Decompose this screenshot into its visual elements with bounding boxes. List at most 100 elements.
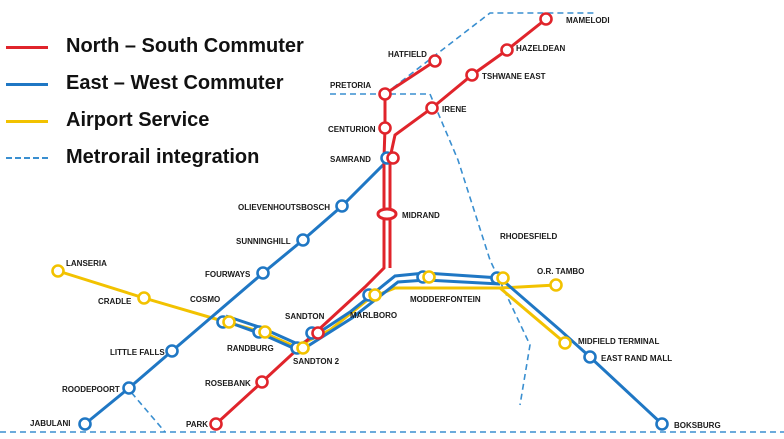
station-marker xyxy=(428,54,442,68)
station-park: PARK xyxy=(186,417,223,431)
station-marker xyxy=(386,151,400,165)
station-east-rand-mall: EAST RAND MALL xyxy=(583,350,672,364)
station-marker xyxy=(500,43,514,57)
station-label: HATFIELD xyxy=(388,50,427,59)
station-label: IRENE xyxy=(442,105,467,114)
station-label: PARK xyxy=(186,420,208,429)
station-hatfield: HATFIELD xyxy=(388,50,442,68)
station-little-falls: LITTLE FALLS xyxy=(110,344,179,358)
station-label: SANDTON 2 xyxy=(293,357,340,366)
station-marker xyxy=(78,417,92,431)
station-label: RANDBURG xyxy=(227,344,274,353)
station-boksburg: BOKSBURG xyxy=(655,417,721,431)
station-label: EAST RAND MALL xyxy=(601,354,672,363)
station-cradle: CRADLE xyxy=(98,291,151,306)
station-label: ROODEPOORT xyxy=(62,385,120,394)
station-marker xyxy=(137,291,151,305)
station-midrand: MIDRAND xyxy=(376,207,440,221)
legend-label: Airport Service xyxy=(66,109,210,131)
station-marker xyxy=(496,271,510,285)
station-marker xyxy=(258,325,272,339)
station-marker xyxy=(376,207,398,221)
station-marker xyxy=(311,326,325,340)
station-label: MIDFIELD TERMINAL xyxy=(578,337,659,346)
station-label: LITTLE FALLS xyxy=(110,348,165,357)
station-label: LANSERIA xyxy=(66,259,107,268)
legend-label: North – South Commuter xyxy=(66,35,304,57)
station-marker xyxy=(368,288,382,302)
station-label: MODDERFONTEIN xyxy=(410,295,481,304)
station-lanseria: LANSERIA xyxy=(51,259,107,278)
station-label: COSMO xyxy=(190,295,220,304)
station-label: ROSEBANK xyxy=(205,379,251,388)
station-label: TSHWANE EAST xyxy=(482,72,546,81)
station-label: CENTURION xyxy=(328,125,376,134)
station-sunninghill: SUNNINGHILL xyxy=(236,233,310,247)
station-marker xyxy=(465,68,479,82)
legend-swatch xyxy=(6,120,48,123)
station-label: SANDTON xyxy=(285,312,325,321)
station-label: O.R. TAMBO xyxy=(537,267,584,276)
station-rosebank: ROSEBANK xyxy=(205,375,269,389)
station-hazeldean: HAZELDEAN xyxy=(500,43,566,57)
station-marker xyxy=(209,417,223,431)
station-label: MIDRAND xyxy=(402,211,440,220)
metrorail-line-north xyxy=(384,12,595,95)
station-roodepoort: ROODEPOORT xyxy=(62,381,136,395)
station-marker xyxy=(558,336,572,350)
legend-label: Metrorail integration xyxy=(66,146,260,168)
north-south-commuter-line xyxy=(214,17,547,426)
legend-label: East – West Commuter xyxy=(66,72,284,94)
station-marker xyxy=(256,266,270,280)
legend-swatch xyxy=(6,83,48,86)
station-label: HAZELDEAN xyxy=(516,44,566,53)
station-label: SAMRAND xyxy=(330,155,371,164)
station-or-tambo: O.R. TAMBO xyxy=(537,267,584,292)
station-midfield-terminal: MIDFIELD TERMINAL xyxy=(558,336,659,350)
station-layer: MAMELODI HATFIELD HAZELDEAN PRETORIA TSHWANE… xyxy=(30,12,721,431)
station-marker xyxy=(255,375,269,389)
station-marker xyxy=(296,233,310,247)
station-fourways: FOURWAYS xyxy=(205,266,270,280)
station-label: FOURWAYS xyxy=(205,270,251,279)
station-marker xyxy=(378,121,392,135)
station-label: RHODESFIELD xyxy=(500,232,558,241)
station-modderfontein: MODDERFONTEIN xyxy=(410,270,481,304)
station-marker xyxy=(425,101,439,115)
station-marker xyxy=(122,381,136,395)
station-olievenhoutsbosch: OLIEVENHOUTSBOSCH xyxy=(238,199,349,213)
station-marker xyxy=(222,315,236,329)
station-rhodesfield: RHODESFIELD xyxy=(490,232,558,285)
station-jabulani: JABULANI xyxy=(30,417,92,431)
station-marker xyxy=(549,278,563,292)
legend-swatch xyxy=(6,157,48,159)
station-label: CRADLE xyxy=(98,297,132,306)
station-pretoria: PRETORIA xyxy=(330,81,392,101)
station-randburg: RANDBURG xyxy=(227,325,274,353)
station-irene: IRENE xyxy=(425,101,467,115)
legend-swatch xyxy=(6,46,48,49)
station-marker xyxy=(539,12,553,26)
station-label: MAMELODI xyxy=(566,16,610,25)
metrorail-line-pretoria xyxy=(330,93,531,406)
station-marker xyxy=(335,199,349,213)
station-samrand: SAMRAND xyxy=(330,151,400,165)
station-label: OLIEVENHOUTSBOSCH xyxy=(238,203,330,212)
station-sandton-2: SANDTON 2 xyxy=(290,341,340,366)
station-marker xyxy=(655,417,669,431)
station-label: JABULANI xyxy=(30,419,70,428)
station-marker xyxy=(422,270,436,284)
station-label: PRETORIA xyxy=(330,81,371,90)
station-marker xyxy=(378,87,392,101)
station-marker xyxy=(583,350,597,364)
station-marker xyxy=(296,341,310,355)
station-tshwane-east: TSHWANE EAST xyxy=(465,68,546,82)
station-mamelodi: MAMELODI xyxy=(539,12,610,26)
station-label: BOKSBURG xyxy=(674,421,721,430)
station-marker xyxy=(51,264,65,278)
station-marker xyxy=(165,344,179,358)
station-cosmo: COSMO xyxy=(190,295,236,329)
station-marlboro: MARLBORO xyxy=(350,288,397,320)
station-label: MARLBORO xyxy=(350,311,397,320)
